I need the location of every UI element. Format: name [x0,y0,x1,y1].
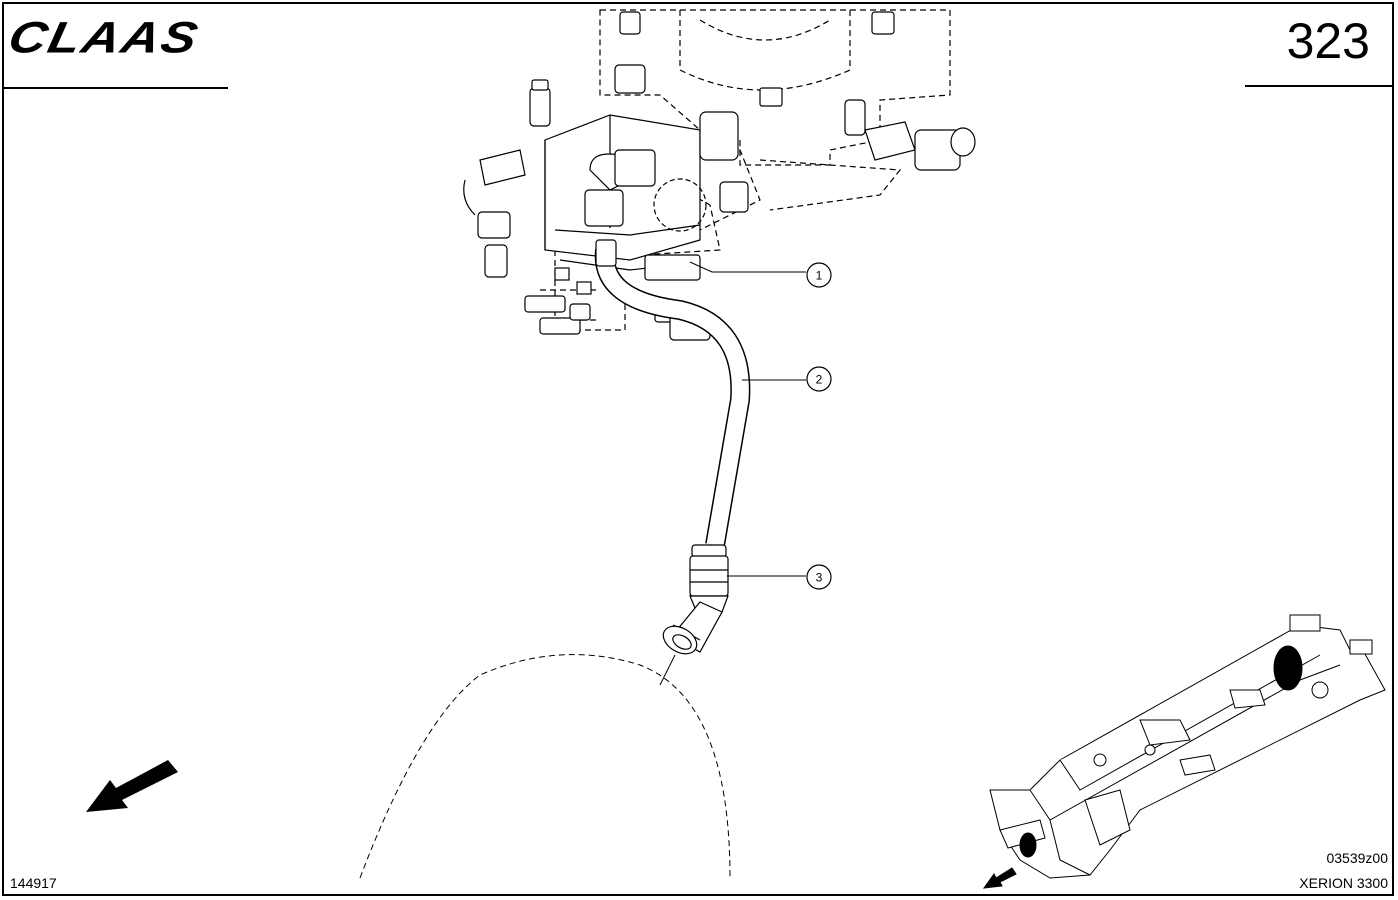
page-number: 323 [1286,13,1370,69]
elbow-fitting [662,544,729,655]
hose [594,249,751,547]
valve-block-assembly [463,9,976,341]
model-name: XERION 3300 [1299,875,1388,891]
svg-text:2: 2 [816,373,823,387]
tractor-frame-overview-icon [982,614,1386,889]
callout-3: 3 [806,564,832,590]
reference-code: 03539z00 [1326,850,1388,866]
tank-leader [659,654,676,686]
drawing-id: 144917 [10,875,57,891]
callout-leaders [689,261,806,577]
callout-2: 2 [806,366,832,392]
tank-outline [359,654,731,879]
svg-text:3: 3 [816,571,823,585]
callout-1: 1 [806,262,832,288]
svg-text:1: 1 [816,269,823,283]
hose-end-fitting [595,239,617,267]
arrow-down-left-icon [86,760,178,812]
